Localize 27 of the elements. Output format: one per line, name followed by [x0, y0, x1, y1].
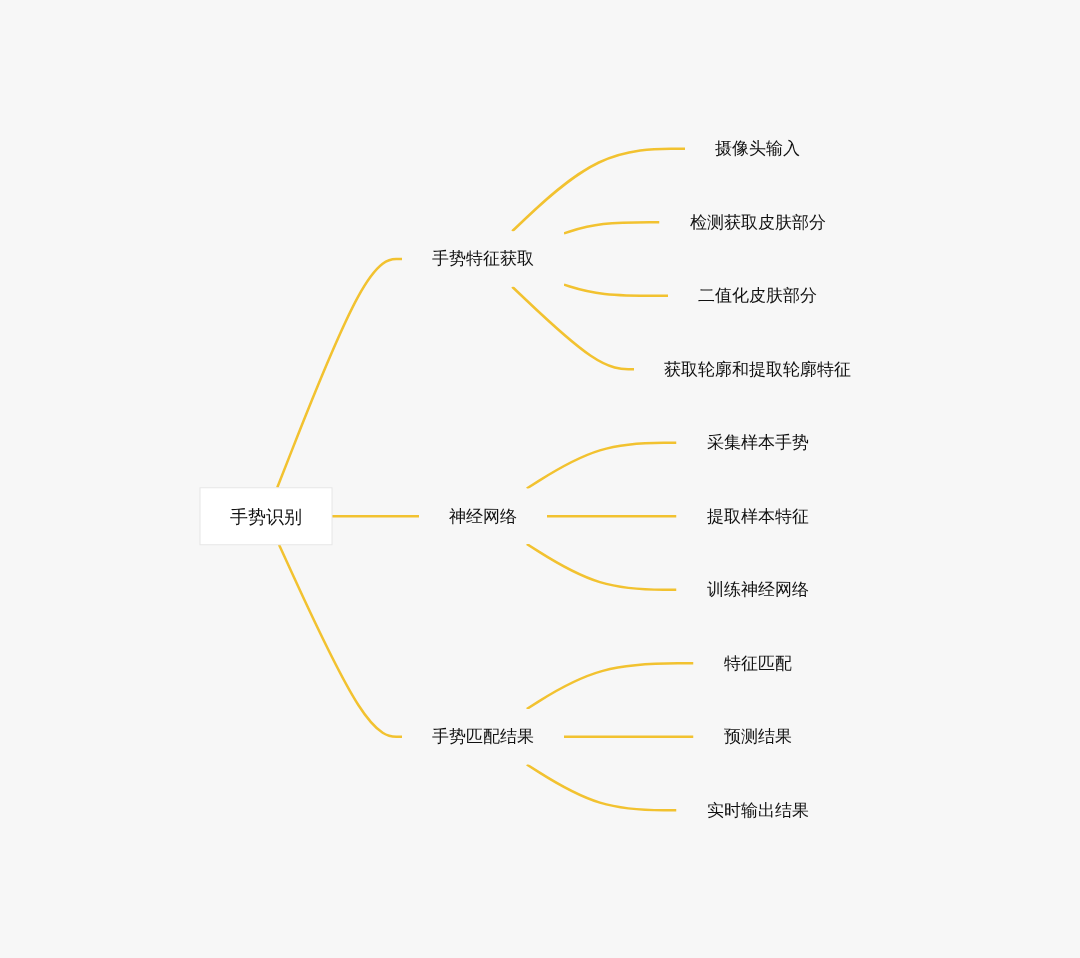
- node-text: 实时输出结果: [706, 799, 808, 819]
- node-text: 手势特征获取: [431, 247, 534, 268]
- node-text: 检测获取皮肤部分: [689, 211, 825, 231]
- node-text: 提取样本特征: [706, 505, 808, 525]
- node-text: 特征匹配: [723, 652, 791, 672]
- connector: [275, 257, 402, 488]
- connector: [563, 282, 668, 297]
- node-text: 神经网络: [448, 505, 517, 525]
- node-text: 采集样本手势: [706, 431, 808, 452]
- connector: [510, 285, 634, 370]
- node-text: 摄像头输入: [714, 137, 800, 158]
- node-box: 手势识别: [199, 486, 332, 545]
- node-text: 训练神经网络: [706, 578, 808, 599]
- connector: [510, 147, 685, 232]
- connector: [563, 735, 693, 738]
- connector: [546, 514, 676, 517]
- node-text: 获取轮廓和提取轮廓特征: [663, 358, 851, 378]
- connector: [525, 661, 693, 710]
- connector: [525, 542, 676, 591]
- connector: [525, 762, 676, 811]
- node-text: 二值化皮肤部分: [697, 284, 817, 305]
- connector: [563, 220, 659, 235]
- connector: [525, 441, 676, 490]
- node-text: 预测结果: [723, 725, 791, 746]
- connector: [331, 514, 419, 517]
- node-text: 手势匹配结果: [431, 725, 534, 746]
- connector: [277, 543, 402, 738]
